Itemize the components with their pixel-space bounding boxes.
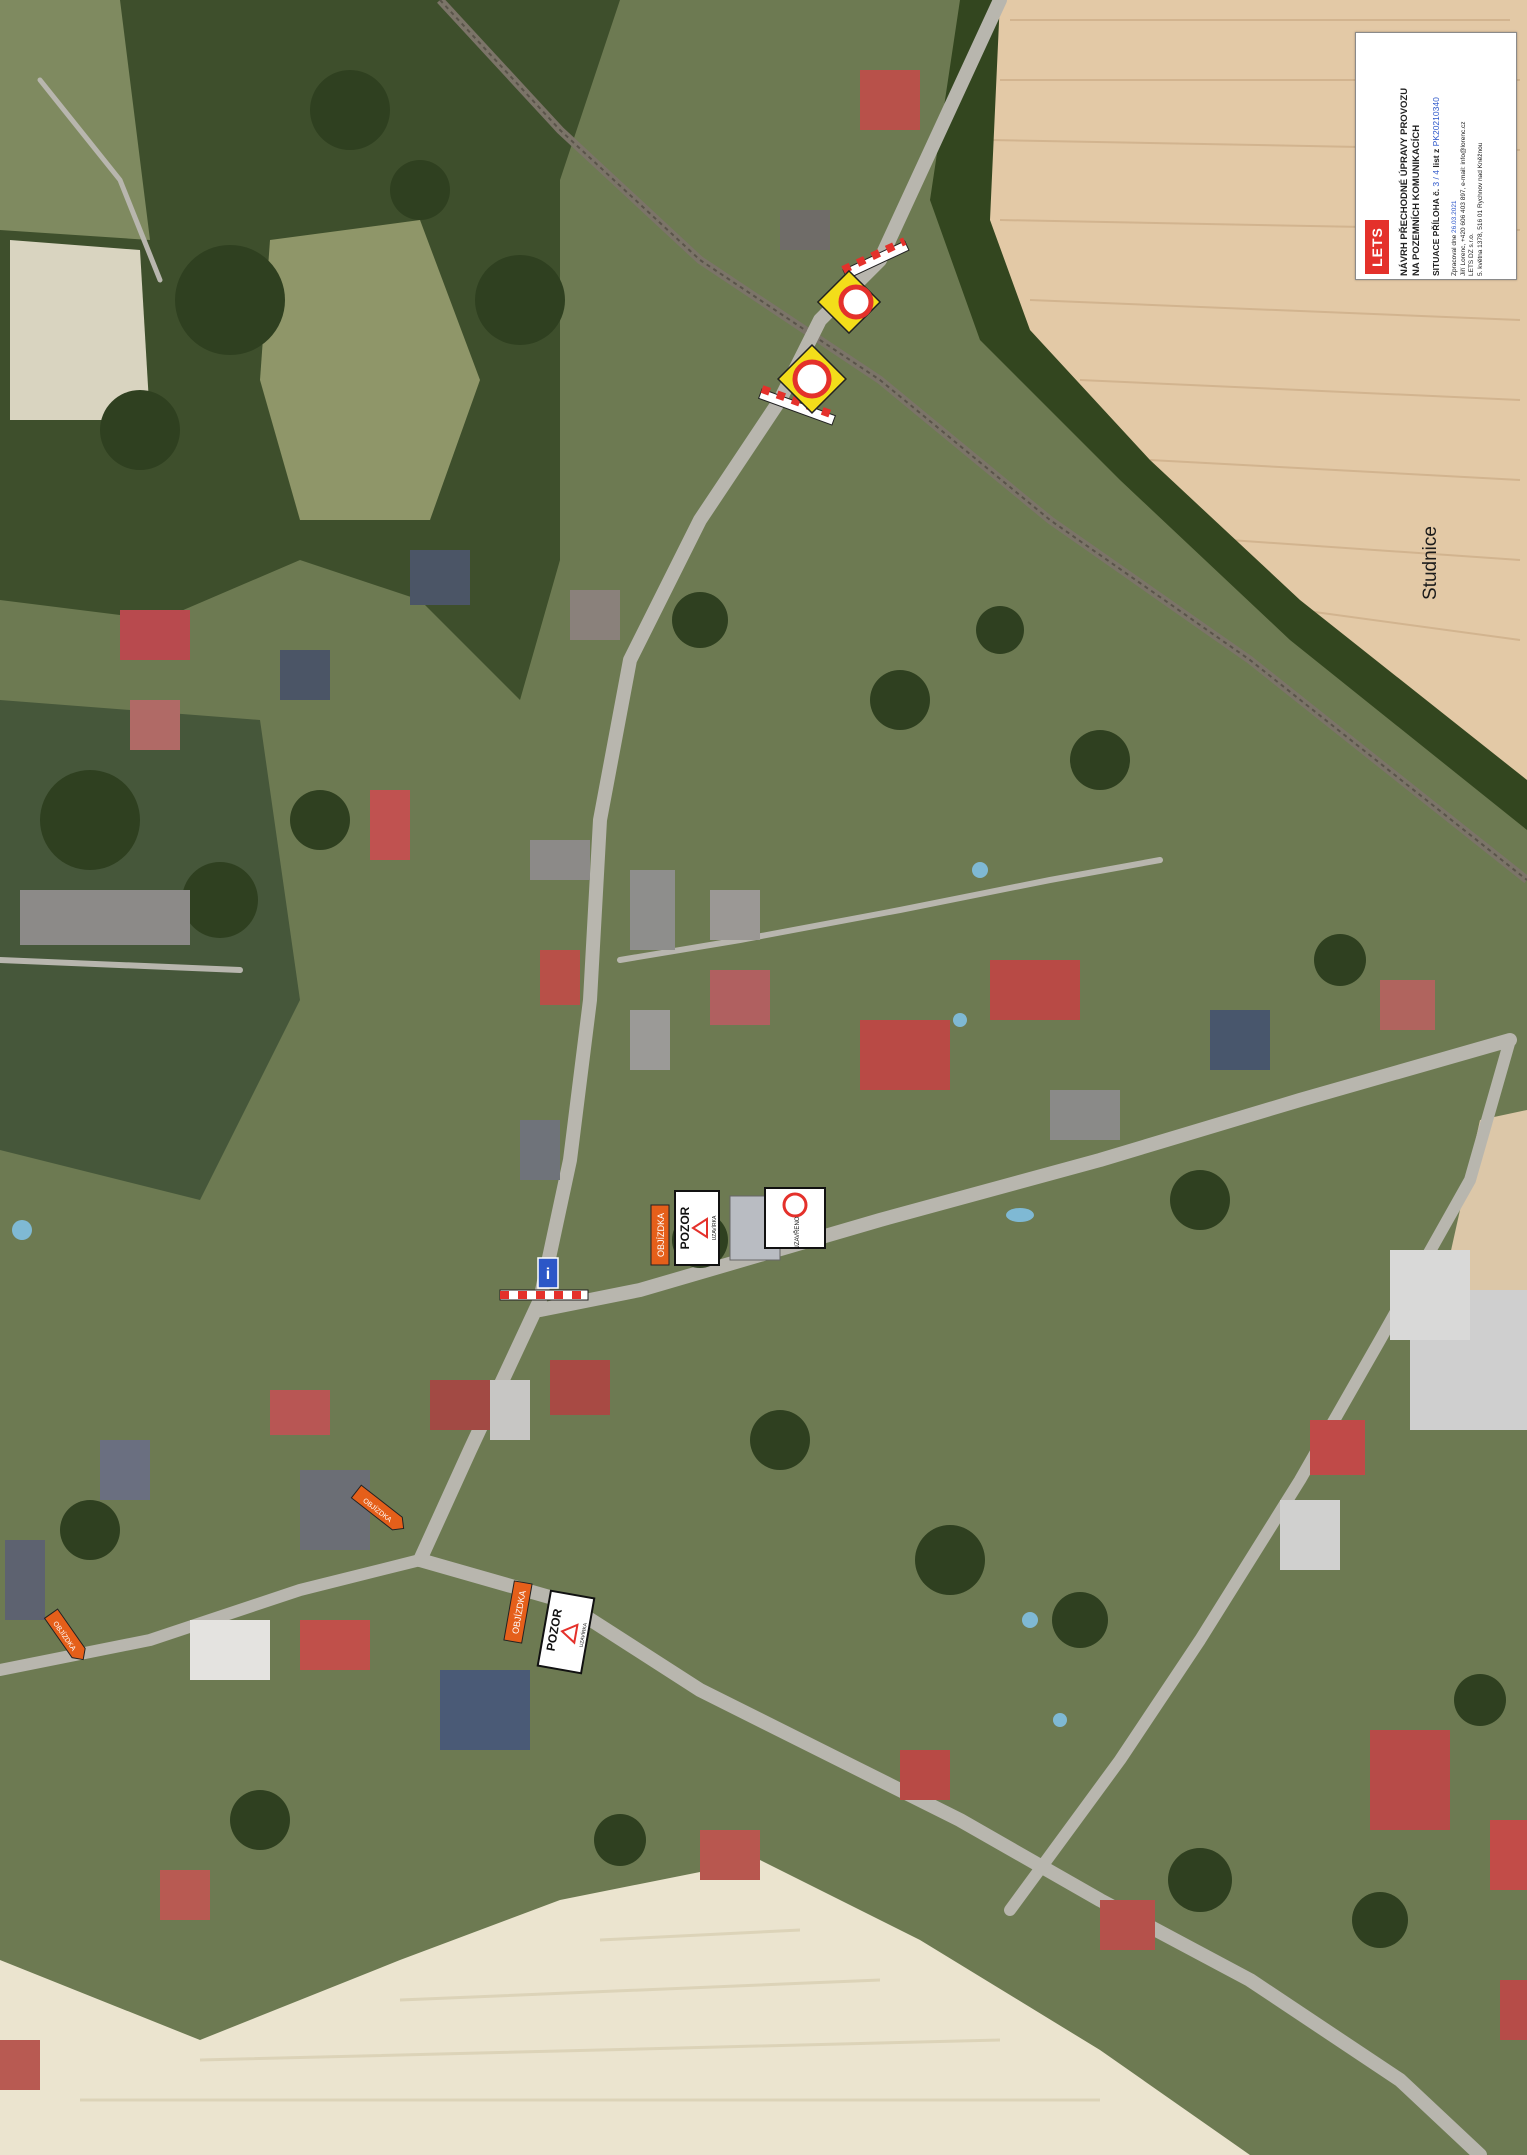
warning-board-center: POZOR UZAVÍRKA (674, 1190, 720, 1266)
field-furrows (989, 19, 1521, 641)
warning-word-center: POZOR (678, 1206, 692, 1249)
company-name: LETS DZ s.r.o. (1468, 233, 1475, 276)
info-sign-letter: i (546, 1266, 550, 1283)
document-heading: NÁVRH PŘECHODNÉ ÚPRAVY PROVOZU NA POZEMN… (1399, 36, 1423, 276)
notice-text: UZAVŘENO (793, 1216, 801, 1249)
buildings (0, 70, 1527, 2090)
heading-line-1: NÁVRH PŘECHODNÉ ÚPRAVY PROVOZU (1399, 87, 1410, 276)
lane-west (0, 957, 243, 973)
author-info: Zpracoval dne 26.03.2021 Jiří Lorenc, +4… (1451, 36, 1485, 276)
warning-line-1-south: UZAVÍRKA (578, 1622, 589, 1648)
company-address: 5. května 1378, 516 01 Rychnov nad Kněžn… (1476, 142, 1484, 276)
date-label: Zpracoval dne (1451, 234, 1458, 276)
detour-word-center: OBJÍZDKA (656, 1213, 666, 1257)
railway-track (439, 0, 1527, 881)
road-east (533, 1033, 1517, 1317)
title-block: LETS NÁVRH PŘECHODNÉ ÚPRAVY PROVOZU NA P… (1355, 32, 1517, 280)
author-contact: Jiří Lorenc, +420 606 403 897, e-mail: i… (1459, 121, 1467, 276)
road-closure-sign-north-lower (758, 343, 848, 426)
pages-label: list z (1431, 148, 1441, 168)
situation-number: 3 / 4 (1431, 170, 1441, 187)
place-label-studnice: Studnice (1420, 526, 1441, 600)
swimming-pools (12, 862, 1067, 1727)
crop-field-south (0, 1860, 1250, 2155)
path-northwest (37, 77, 163, 283)
road-south-east (413, 1553, 1487, 2155)
road-closure-sign-north-upper (816, 237, 910, 335)
tree-belt (930, 0, 1527, 830)
side-road (617, 857, 1163, 963)
document-number: PK20210340 (1431, 97, 1441, 147)
closure-barrier-center (499, 1289, 589, 1301)
meadow-bare (10, 240, 150, 420)
situation-label: SITUACE PŘÍLOHA č. (1431, 188, 1441, 276)
tree-clusters (40, 70, 1506, 1948)
closure-notice-board: UZAVŘENO (764, 1187, 826, 1249)
date-value: 26.03.2021 (1451, 200, 1458, 233)
warning-board-south: POZOR UZAVÍRKA (536, 1589, 596, 1675)
detour-arrow-sign-south: OBJÍZDKA (503, 1580, 533, 1644)
company-logo: LETS (1365, 220, 1389, 274)
situation-line: SITUACE PŘÍLOHA č. 3 / 4 list z PK202103… (1431, 36, 1442, 276)
warning-line-1-center: UZAVÍRKA (711, 1215, 718, 1240)
meadow-north (260, 220, 480, 520)
detour-arrow-sign-center: OBJÍZDKA (650, 1204, 670, 1266)
heading-line-2: NA POZEMNÍCH KOMUNIKACÍCH (1411, 124, 1422, 276)
road-loop-east (1004, 1034, 1516, 1916)
title-block-content: LETS NÁVRH PŘECHODNÉ ÚPRAVY PROVOZU NA P… (1361, 36, 1511, 276)
info-sign: i (537, 1257, 559, 1289)
field-rows-south (80, 1928, 1100, 2102)
